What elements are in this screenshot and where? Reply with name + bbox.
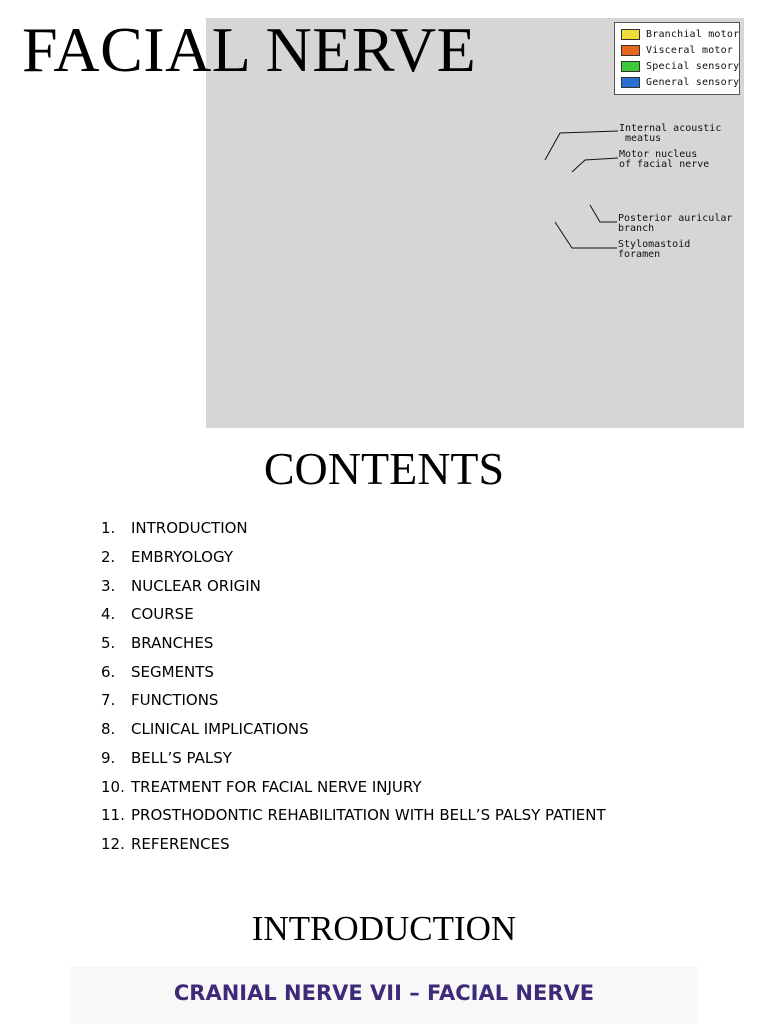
contents-item: 12. REFERENCES (101, 830, 606, 859)
contents-item: 11. PROSTHODONTIC REHABILITATION WITH BEL… (101, 801, 606, 830)
leader-line-posterior-auricular (589, 204, 617, 223)
contents-item-number: 6. (101, 662, 116, 681)
contents-item: 1. INTRODUCTION (101, 514, 606, 543)
legend-swatch (621, 76, 640, 88)
contents-item-number: 4. (101, 605, 116, 624)
contents-item: 4. COURSE (101, 600, 606, 629)
contents-item: 5. BRANCHES (101, 629, 606, 658)
contents-list: 1. INTRODUCTION 2. EMBRYOLOGY 3. NUCLEAR OR… (101, 514, 606, 858)
label-motor-nucleus: Motor nucleus of facial nerve (619, 149, 710, 170)
contents-item: 3. NUCLEAR ORIGIN (101, 571, 606, 600)
leader-line-stylomastoid (554, 221, 617, 249)
label-stylomastoid-foramen: Stylomastoid foramen (618, 239, 691, 260)
contents-item-text: FUNCTIONS (131, 691, 219, 710)
contents-item-text: TREATMENT FOR FACIAL NERVE INJURY (131, 777, 422, 796)
label-internal-acoustic-meatus: Internal acoustic meatus (619, 123, 722, 144)
contents-item-number: 1. (101, 519, 116, 538)
legend-label: Special sensory (646, 60, 740, 72)
contents-item-number: 8. (101, 720, 116, 739)
contents-slide: CONTENTS 1. INTRODUCTION 2. EMBRYOLOGY 3. N… (0, 432, 768, 887)
contents-item-number: 11. (101, 806, 125, 825)
contents-item-number: 9. (101, 748, 116, 767)
introduction-slide: INTRODUCTION CRANIAL NERVE VII – FACIAL … (0, 887, 768, 1024)
contents-item-text: PROSTHODONTIC REHABILITATION WITH BELL’S… (131, 806, 606, 825)
leader-line-internal-acoustic-meatus (544, 130, 619, 161)
legend-label: Visceral motor (646, 44, 734, 56)
cranial-nerve-graphic-caption: CRANIAL NERVE VII – FACIAL NERVE (173, 981, 595, 1005)
introduction-heading: INTRODUCTION (251, 909, 517, 948)
contents-item-text: BELL’S PALSY (131, 748, 232, 767)
contents-item-number: 10. (101, 777, 125, 796)
contents-item-text: NUCLEAR ORIGIN (131, 576, 261, 595)
contents-item-number: 5. (101, 634, 116, 653)
contents-item: 10. TREATMENT FOR FACIAL NERVE INJURY (101, 772, 606, 801)
legend-swatch (621, 60, 640, 72)
contents-item-text: CLINICAL IMPLICATIONS (131, 720, 309, 739)
contents-item-text: COURSE (131, 605, 194, 624)
leader-line-motor-nucleus (571, 157, 619, 173)
contents-item-text: EMBRYOLOGY (131, 548, 233, 567)
legend-item-special-sensory: Special sensory (621, 58, 739, 74)
page-title: FACIAL NERVE (22, 14, 477, 85)
legend-item-branchial-motor: Branchial motor (621, 26, 739, 42)
legend-swatch (621, 28, 640, 40)
title-slide: FACIAL NERVE Branchial motor Visceral mo… (0, 0, 768, 432)
contents-heading: CONTENTS (263, 443, 505, 494)
contents-item-text: SEGMENTS (131, 662, 214, 681)
contents-item-number: 3. (101, 576, 116, 595)
contents-item: 6. SEGMENTS (101, 657, 606, 686)
cranial-nerve-graphic: CRANIAL NERVE VII – FACIAL NERVE (70, 967, 698, 1024)
contents-item: 8. CLINICAL IMPLICATIONS (101, 715, 606, 744)
contents-item-number: 2. (101, 548, 116, 567)
contents-item: 2. EMBRYOLOGY (101, 543, 606, 572)
contents-item-number: 7. (101, 691, 116, 710)
contents-item-number: 12. (101, 834, 125, 853)
contents-item-text: BRANCHES (131, 634, 214, 653)
legend-item-general-sensory: General sensory (621, 74, 739, 90)
contents-item: 9. BELL’S PALSY (101, 744, 606, 773)
contents-item-text: REFERENCES (131, 834, 230, 853)
contents-item: 7. FUNCTIONS (101, 686, 606, 715)
contents-item-text: INTRODUCTION (131, 519, 248, 538)
legend-label: Branchial motor (646, 28, 740, 40)
legend-label: General sensory (646, 76, 740, 88)
label-leader-lines (544, 130, 619, 249)
legend-swatch (621, 44, 640, 56)
figure-legend: Branchial motor Visceral motor Special s… (614, 22, 740, 95)
label-posterior-auricular-branch: Posterior auricular branch (618, 213, 733, 234)
legend-item-visceral-motor: Visceral motor (621, 42, 735, 58)
